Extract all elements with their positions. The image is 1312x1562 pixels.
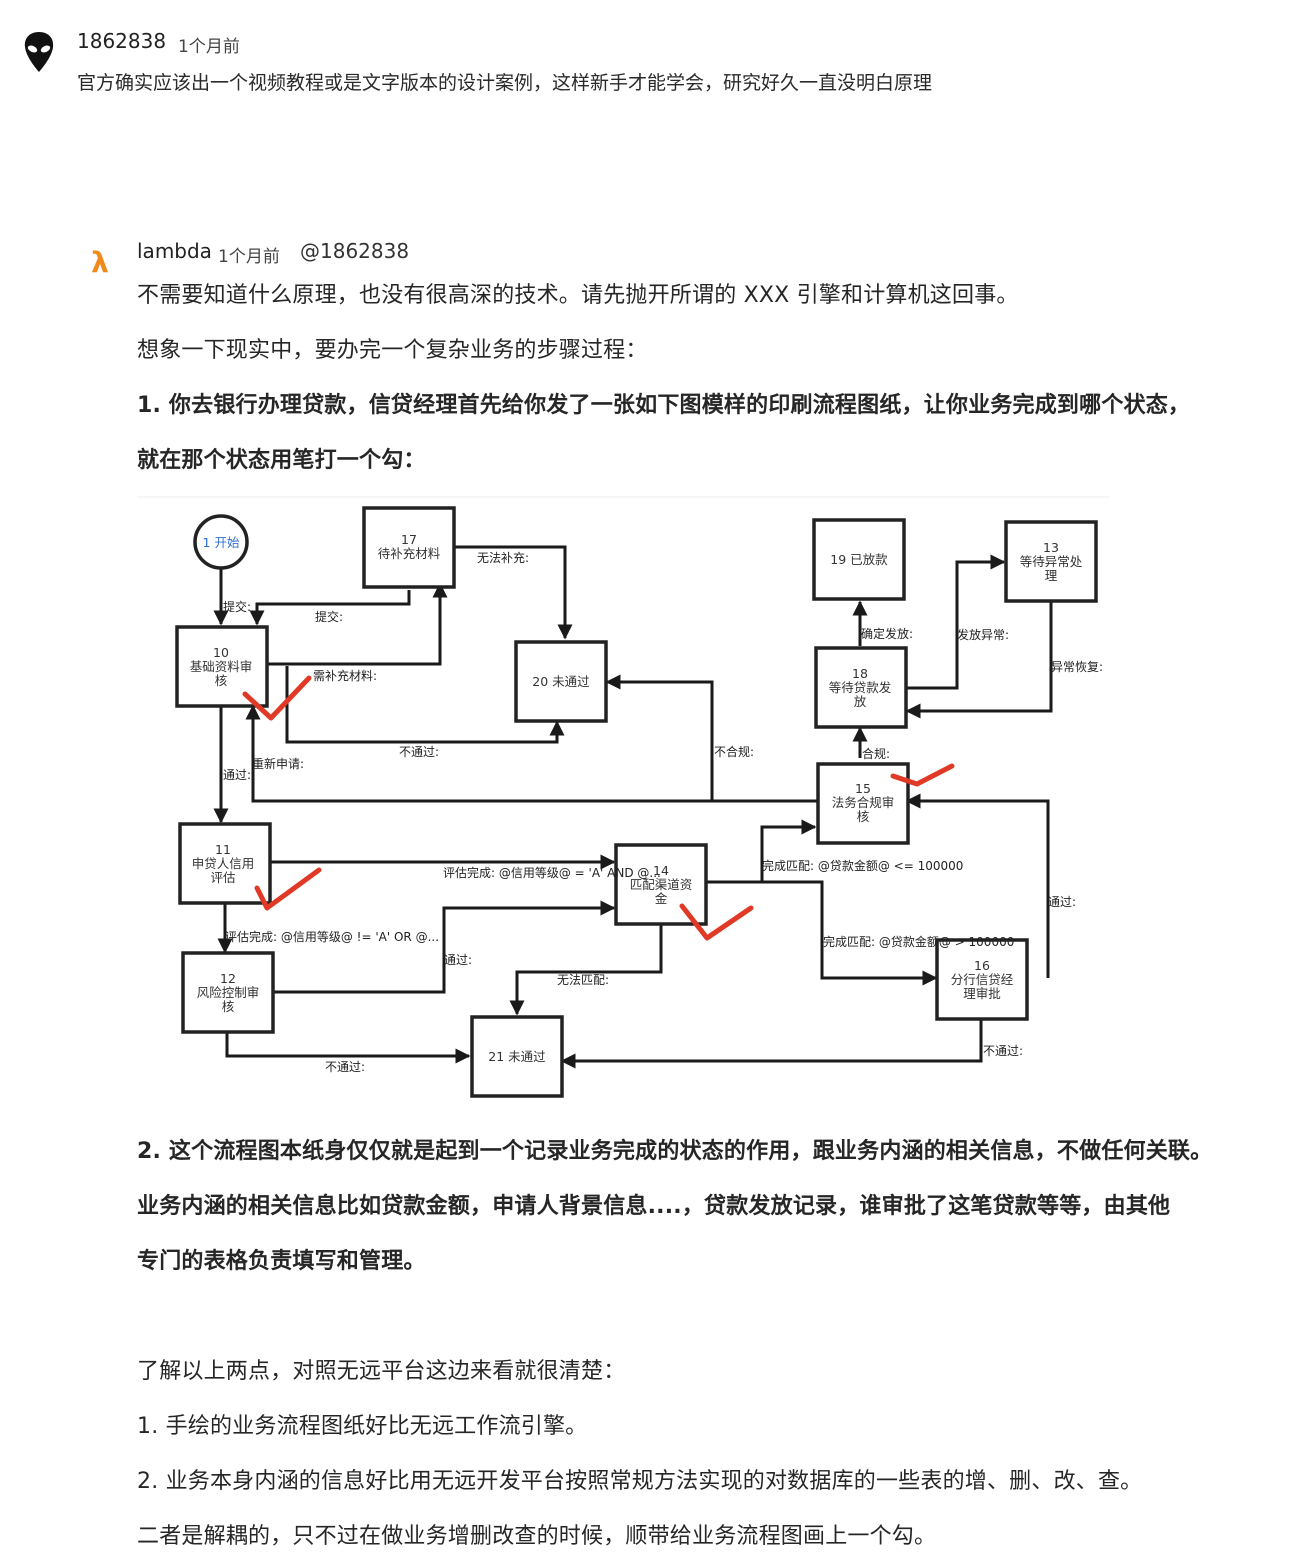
node-18: 18 等待贷款发 放 [814, 646, 908, 729]
svg-text:法务合规审: 法务合规审 [832, 795, 895, 810]
node-19: 19 已放款 [812, 518, 906, 601]
svg-text:待补充材料: 待补充材料 [378, 546, 441, 561]
reply-time: 1个月前 [218, 247, 280, 267]
svg-text:核: 核 [222, 999, 235, 1014]
svg-text:理审批: 理审批 [963, 986, 1001, 1001]
svg-text:14: 14 [653, 863, 669, 878]
svg-text:16: 16 [974, 958, 990, 973]
node-21: 21 未通过 [470, 1015, 564, 1098]
edge-label-pass-3: 通过: [1048, 895, 1076, 909]
edge-label-eval-done-a: 评估完成: @信用等级@ = 'A' AND @... [443, 865, 661, 880]
svg-text:理: 理 [1045, 568, 1058, 583]
reply-paragraph-4c: 专门的表格负责填写和管理。 [137, 1249, 426, 1274]
reply-paragraph-8: 二者是解耦的，只不过在做业务增删改查的时候，顺带给业务流程图画上一个勾。 [137, 1524, 937, 1549]
reply-paragraph-1: 不需要知道什么原理，也没有很高深的技术。请先抛开所谓的 XXX 引擎和计算机这回… [137, 283, 1019, 308]
svg-text:核: 核 [857, 809, 870, 824]
reply-username[interactable]: lambda [137, 239, 212, 263]
svg-text:21 未通过: 21 未通过 [488, 1049, 546, 1064]
edge-label-eval-done-b: 评估完成: @信用等级@ != 'A' OR @... [225, 929, 439, 944]
edge-label-pass-1: 通过: [223, 768, 251, 782]
edge-label-pass-2: 通过: [444, 953, 472, 967]
edge-label-match-small: 完成匹配: @贷款金额@ <= 100000 [762, 858, 963, 873]
comment-time: 1个月前 [178, 37, 240, 57]
svg-text:1 开始: 1 开始 [203, 535, 240, 550]
svg-text:11: 11 [215, 842, 231, 857]
check-mark-node-14 [679, 903, 754, 941]
reply-paragraph-3a: 1. 你去银行办理贷款，信贷经理首先给你发了一张如下图模样的印刷流程图纸，让你业… [137, 393, 1191, 418]
svg-text:分行信贷经: 分行信贷经 [951, 972, 1014, 987]
edge-label-submit-1: 提交: [223, 599, 251, 614]
comment-username[interactable]: 1862838 [77, 29, 167, 53]
node-11: 11 申贷人信用 评估 [178, 822, 272, 905]
svg-text:等待异常处: 等待异常处 [1020, 554, 1083, 569]
svg-text:19 已放款: 19 已放款 [830, 552, 888, 567]
svg-text:核: 核 [215, 673, 228, 688]
node-10: 10 基础资料审 核 [175, 625, 269, 708]
svg-text:匹配渠道资: 匹配渠道资 [630, 877, 693, 892]
edge-label-reject-2: 不通过: [325, 1060, 365, 1074]
svg-text:风险控制审: 风险控制审 [197, 985, 260, 1000]
svg-text:13: 13 [1043, 540, 1059, 555]
edge-label-confirm-release: 确定发放: [861, 626, 913, 641]
svg-text:放: 放 [854, 694, 867, 709]
edge-label-compliant: 合规: [862, 746, 890, 761]
svg-text:17: 17 [401, 532, 417, 547]
edge-label-match-large: 完成匹配: @贷款金额@ > 100000 [823, 934, 1014, 949]
svg-text:18: 18 [852, 666, 868, 681]
svg-text:10: 10 [213, 645, 229, 660]
start-node: 1 开始 [193, 514, 249, 570]
node-12: 12 风险控制审 核 [181, 951, 275, 1034]
check-mark-node-15 [890, 763, 955, 787]
node-17: 17 待补充材料 [362, 506, 456, 589]
edge-label-release-error: 发放异常: [957, 627, 1009, 642]
reply-paragraph-7: 2. 业务本身内涵的信息好比用无远开发平台按照常规方法实现的对数据库的一些表的增… [137, 1469, 1143, 1494]
svg-text:12: 12 [220, 971, 236, 986]
node-20: 20 未通过 [514, 640, 608, 723]
node-16: 16 分行信贷经 理审批 [935, 938, 1029, 1021]
edge-label-reapply: 重新申请: [252, 756, 304, 771]
edge-label-need-supply: 需补充材料: [313, 668, 377, 683]
svg-text:15: 15 [855, 781, 871, 796]
svg-text:申贷人信用: 申贷人信用 [192, 856, 255, 871]
svg-text:金: 金 [655, 891, 668, 906]
lambda-avatar-icon[interactable]: λ [86, 244, 114, 279]
svg-text:基础资料审: 基础资料审 [190, 659, 253, 674]
reply-paragraph-4b: 业务内涵的相关信息比如贷款金额，申请人背景信息....，贷款发放记录，谁审批了这… [137, 1194, 1171, 1219]
svg-text:λ: λ [91, 246, 109, 278]
reply-paragraph-3b: 就在那个状态用笔打一个勾： [137, 448, 426, 473]
reply-paragraph-4a: 2. 这个流程图本纸身仅仅就是起到一个记录业务完成的状态的作用，跟业务内涵的相关… [137, 1139, 1213, 1164]
svg-text:等待贷款发: 等待贷款发 [829, 680, 892, 695]
reply-paragraph-5: 了解以上两点，对照无远平台这边来看就很清楚： [137, 1359, 626, 1384]
check-mark-node-11 [254, 867, 322, 911]
edge-label-reject-3: 不通过: [983, 1044, 1023, 1058]
svg-text:评估: 评估 [210, 870, 235, 885]
edge-label-noncompliant: 不合规: [714, 744, 754, 759]
edge-label-reject-1: 不通过: [399, 745, 439, 759]
edge-label-no-match: 无法匹配: [557, 973, 609, 987]
edge-label-cannot-supply: 无法补充: [477, 550, 529, 565]
alien-avatar-icon[interactable] [22, 30, 56, 74]
node-13: 13 等待异常处 理 [1004, 520, 1098, 603]
reply-paragraph-2: 想象一下现实中，要办完一个复杂业务的步骤过程： [137, 338, 648, 363]
comment-text: 官方确实应该出一个视频教程或是文字版本的设计案例，这样新手才能学会，研究好久一直… [77, 72, 933, 94]
edge-label-submit-2: 提交: [315, 609, 343, 624]
check-mark-node-10 [242, 675, 312, 721]
reply-paragraph-6: 1. 手绘的业务流程图纸好比无远工作流引擎。 [137, 1414, 588, 1439]
loan-flowchart-image: 1 开始 10 基础资料审 核 17 待补充材料 20 未通过 19 已放款 1… [137, 496, 1109, 1102]
node-14: 14 匹配渠道资 金 [614, 843, 708, 926]
svg-text:20 未通过: 20 未通过 [532, 674, 590, 689]
reply-mention[interactable]: @1862838 [300, 239, 410, 263]
edge-label-error-recover: 异常恢复: [1051, 660, 1103, 674]
